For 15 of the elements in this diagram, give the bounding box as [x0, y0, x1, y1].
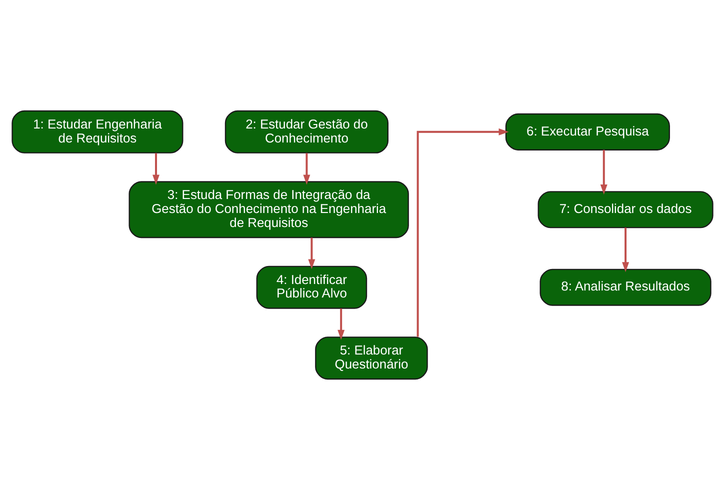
arrow	[303, 153, 310, 185]
node-box: 1: Estudar Engenharia de Requisitos	[12, 110, 184, 154]
arrow	[600, 150, 608, 194]
node-box: 8: Analisar Resultados	[540, 268, 712, 306]
arrow	[308, 238, 316, 270]
arrow	[622, 228, 630, 272]
arrow	[416, 128, 509, 337]
node-box: 4: Identificar Público Alvo	[256, 266, 368, 309]
node-box: 2: Estudar Gestão do Conhecimento	[224, 110, 388, 154]
arrow	[152, 153, 160, 185]
node-box: 6: Executar Pesquisa	[505, 113, 670, 150]
node-box: 3: Estuda Formas de Integração da Gestão do Conhecimento na Engenharia de Requisitos	[128, 181, 409, 238]
node-box: 5: Elaborar Questionário	[315, 336, 428, 380]
arrow	[338, 308, 345, 340]
node-box: 7: Consolidar os dados	[538, 191, 714, 228]
